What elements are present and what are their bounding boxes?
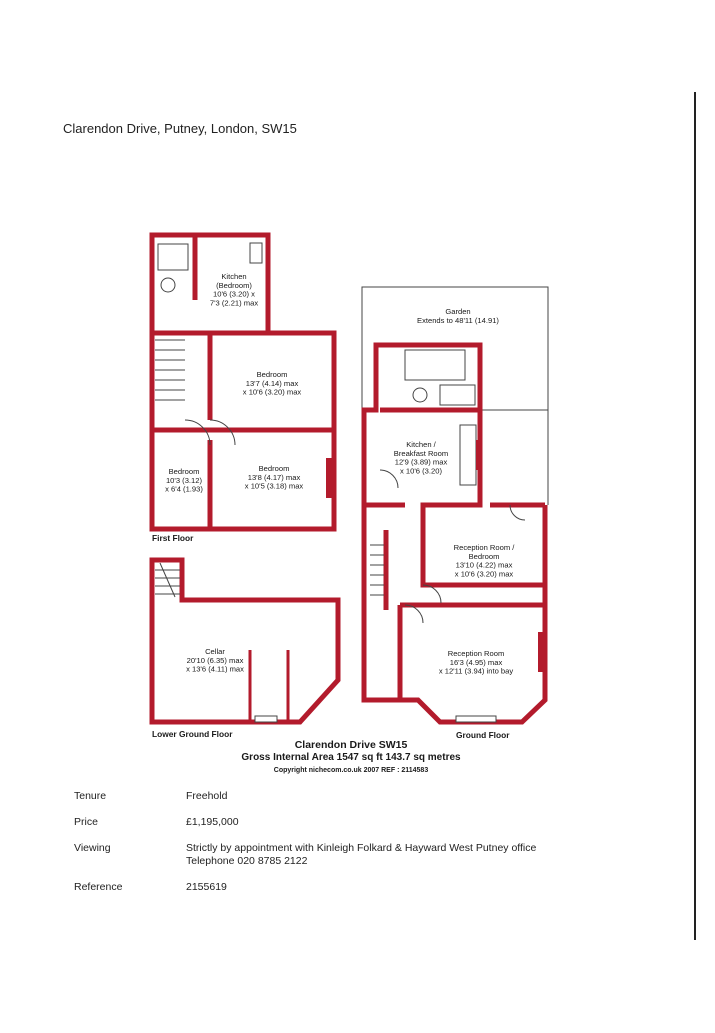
reception-label-line: x 12'11 (3.94) into bay: [439, 667, 514, 676]
kitchen-bedroom-label-line: 10'6 (3.20) x: [213, 290, 255, 299]
cellar-label-line: x 13'6 (4.11) max: [186, 665, 244, 674]
tenure-row: Tenure Freehold: [74, 790, 634, 803]
reception-label-line: Reception Room: [448, 649, 505, 658]
kitchen-bedroom-label-line: Kitchen: [221, 272, 246, 281]
bedroom-2-label-line: Bedroom: [169, 467, 200, 476]
kitchen-breakfast-label-line: Breakfast Room: [394, 449, 448, 458]
kitchen-breakfast-label-line: Kitchen /: [406, 440, 436, 449]
kitchen-bedroom-label-line: (Bedroom): [216, 281, 252, 290]
garden-label-line: Garden: [445, 307, 470, 316]
bedroom-3-label-line: Bedroom: [259, 464, 290, 473]
property-details: Tenure Freehold Price £1,195,000 Viewing…: [74, 790, 634, 907]
bedroom-3-label-line: x 10'5 (3.18) max: [245, 482, 304, 491]
bedroom-1-label-line: 13'7 (4.14) max: [246, 379, 299, 388]
price-value: £1,195,000: [186, 816, 239, 828]
reception-bedroom-label-line: 13'10 (4.22) max: [456, 561, 513, 570]
viewing-label: Viewing: [74, 842, 111, 854]
reference-label: Reference: [74, 881, 123, 893]
bedroom-3-label-line: 13'8 (4.17) max: [248, 473, 301, 482]
floorplan-title: Clarendon Drive SW15: [294, 739, 408, 751]
viewing-row: Viewing Strictly by appointment with Kin…: [74, 842, 634, 868]
viewing-instructions: Strictly by appointment with Kinleigh Fo…: [186, 842, 537, 854]
ground-floor-label: Ground Floor: [456, 730, 510, 740]
bedroom-2-label-line: x 6'4 (1.93): [165, 485, 203, 494]
tenure-value: Freehold: [186, 790, 228, 802]
bedroom-2-label-line: 10'3 (3.12): [166, 476, 203, 485]
tenure-label: Tenure: [74, 790, 107, 802]
reception-label-line: 16'3 (4.95) max: [450, 658, 503, 667]
kitchen-bedroom-label-line: 7'3 (2.21) max: [210, 298, 259, 307]
gross-internal-area: Gross Internal Area 1547 sq ft 143.7 sq …: [241, 752, 461, 763]
ground-floor-plan: [361, 286, 549, 725]
floorplan-copyright: Copyright nichecom.co.uk 2007 REF : 2114…: [273, 767, 429, 774]
cellar-label-line: 20'10 (6.35) max: [187, 656, 244, 665]
lower-ground-floor-label: Lower Ground Floor: [152, 729, 233, 739]
first-floor-plan: [149, 232, 337, 532]
price-row: Price £1,195,000: [74, 816, 634, 829]
garden-label-line: Extends to 48'11 (14.91): [417, 316, 499, 325]
page-margin-rule: [694, 92, 696, 940]
first-floor-label: First Floor: [152, 533, 194, 543]
reference-value: 2155619: [186, 881, 227, 893]
bedroom-1-label-line: x 10'6 (3.20) max: [243, 388, 302, 397]
reception-bedroom-label-line: x 10'6 (3.20) max: [455, 569, 514, 578]
lower-ground-floor-plan: [149, 557, 341, 725]
viewing-telephone: Telephone 020 8785 2122: [186, 855, 308, 867]
reference-row: Reference 2155619: [74, 881, 634, 894]
property-address: Clarendon Drive, Putney, London, SW15: [63, 121, 297, 136]
kitchen-breakfast-label-line: x 10'6 (3.20): [400, 466, 442, 475]
bedroom-1-label-line: Bedroom: [257, 370, 288, 379]
reception-bedroom-label-line: Bedroom: [469, 552, 500, 561]
price-label: Price: [74, 816, 98, 828]
reception-bedroom-label-line: Reception Room /: [454, 543, 516, 552]
kitchen-breakfast-label-line: 12'9 (3.89) max: [395, 458, 448, 467]
cellar-label-line: Cellar: [205, 647, 225, 656]
viewing-value: Strictly by appointment with Kinleigh Fo…: [186, 842, 634, 868]
